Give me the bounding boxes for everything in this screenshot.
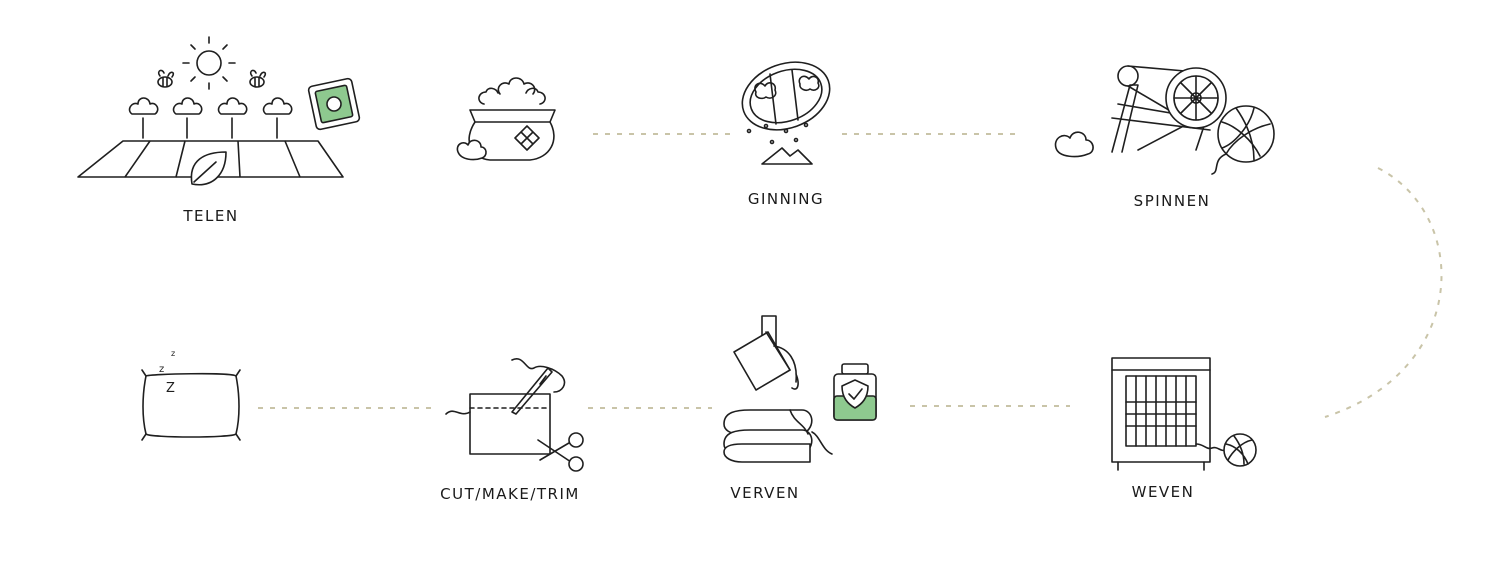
cotton-plant-icon [128,97,293,139]
loom-icon [1111,357,1257,471]
connector-spinnen-weven [1324,167,1443,418]
bee-icon [249,69,267,88]
connectors [258,133,1443,418]
step-label-spinnen: SPINNEN [1133,192,1211,210]
sun-icon [182,36,236,90]
svg-text:z: z [171,349,175,358]
ginning-drum-icon [741,61,831,165]
cotton-sack-icon [456,77,556,161]
spinning-wheel-icon [1054,65,1275,175]
step-label-telen: TELEN [183,207,239,225]
seed-particles [746,122,809,145]
fabric-stack-icon [723,409,833,463]
scissors-icon [537,432,584,472]
cotton-field-icon [77,36,361,186]
svg-text:z: z [159,364,164,375]
step-label-weven: WEVEN [1131,483,1195,501]
yarn-ball-icon [1211,105,1275,175]
leaf-icon [190,151,227,186]
green-seed-packet-icon [307,77,361,131]
step-label-ginning: GINNING [747,190,825,208]
pillow-icon: Z z z [141,349,241,441]
svg-text:Z: Z [166,381,175,396]
bee-icon [157,69,175,88]
yarn-ball-icon [1223,433,1257,467]
dye-bucket-icon [723,315,877,463]
step-label-cut-make-trim: CUT/MAKE/TRIM [440,485,580,503]
green-dye-jar-icon [833,363,877,421]
sewing-scissors-icon [445,357,584,472]
step-label-verven: VERVEN [730,484,800,502]
